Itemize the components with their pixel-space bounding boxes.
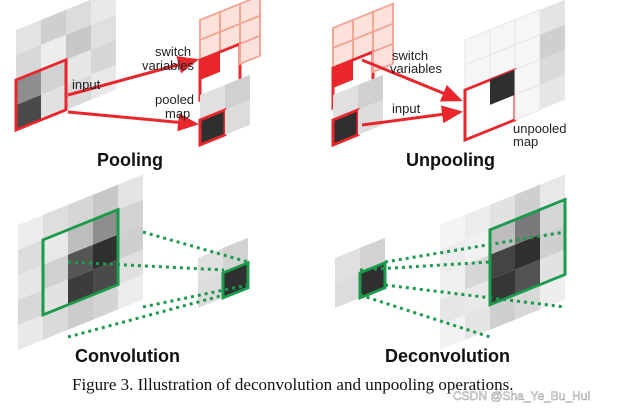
pooled-map-label-1: pooled	[155, 92, 194, 107]
unpooling-input-label: input	[392, 101, 421, 116]
convolution-input-grid	[18, 174, 143, 350]
unpooling-switch-label-1: switch	[392, 48, 428, 63]
deconvolution-output-grid	[440, 174, 567, 350]
pooled-map-label-2: map	[165, 106, 190, 121]
pooling-arrow-switch	[67, 56, 199, 97]
convolution-panel: Convolution	[18, 174, 250, 366]
unpooled-map-label-1: unpooled	[513, 121, 567, 136]
unpooling-panel: switch variables input unpooled map Unpo…	[331, 0, 567, 170]
deconvolution-input-grid	[335, 237, 387, 308]
pooled-map-grid	[198, 74, 250, 148]
pooling-title: Pooling	[97, 150, 163, 170]
unpooling-arrow-switch	[361, 58, 463, 102]
unpooling-switch-label-2: variables	[390, 61, 443, 76]
pooling-panel: input switch variables pooled map Poolin…	[14, 0, 261, 170]
pooling-switch-label-1: switch	[155, 44, 191, 59]
watermark: CSDN @Sha_Ye_Bu_Hui	[453, 389, 590, 403]
unpooling-input-grid	[331, 74, 383, 148]
pooling-input-label: input	[72, 77, 101, 92]
convolution-title: Convolution	[75, 346, 180, 366]
pooling-switch-label-2: variables	[142, 58, 195, 73]
convolution-projection-lines	[67, 230, 249, 339]
deconvolution-projection-lines	[359, 230, 566, 339]
unpooling-title: Unpooling	[406, 150, 495, 170]
figure-caption: Figure 3. Illustration of deconvolution …	[72, 375, 513, 394]
deconvolution-title: Deconvolution	[385, 346, 510, 366]
pooling-arrow-pooled	[67, 110, 199, 132]
unpooling-arrow-input	[361, 105, 463, 127]
unpooled-map-label-2: map	[513, 134, 538, 149]
convolution-output-grid	[198, 237, 250, 308]
unpooled-map-grid	[463, 0, 565, 143]
deconvolution-panel: Deconvolution	[335, 174, 567, 366]
pooling-input-grid	[14, 0, 116, 133]
